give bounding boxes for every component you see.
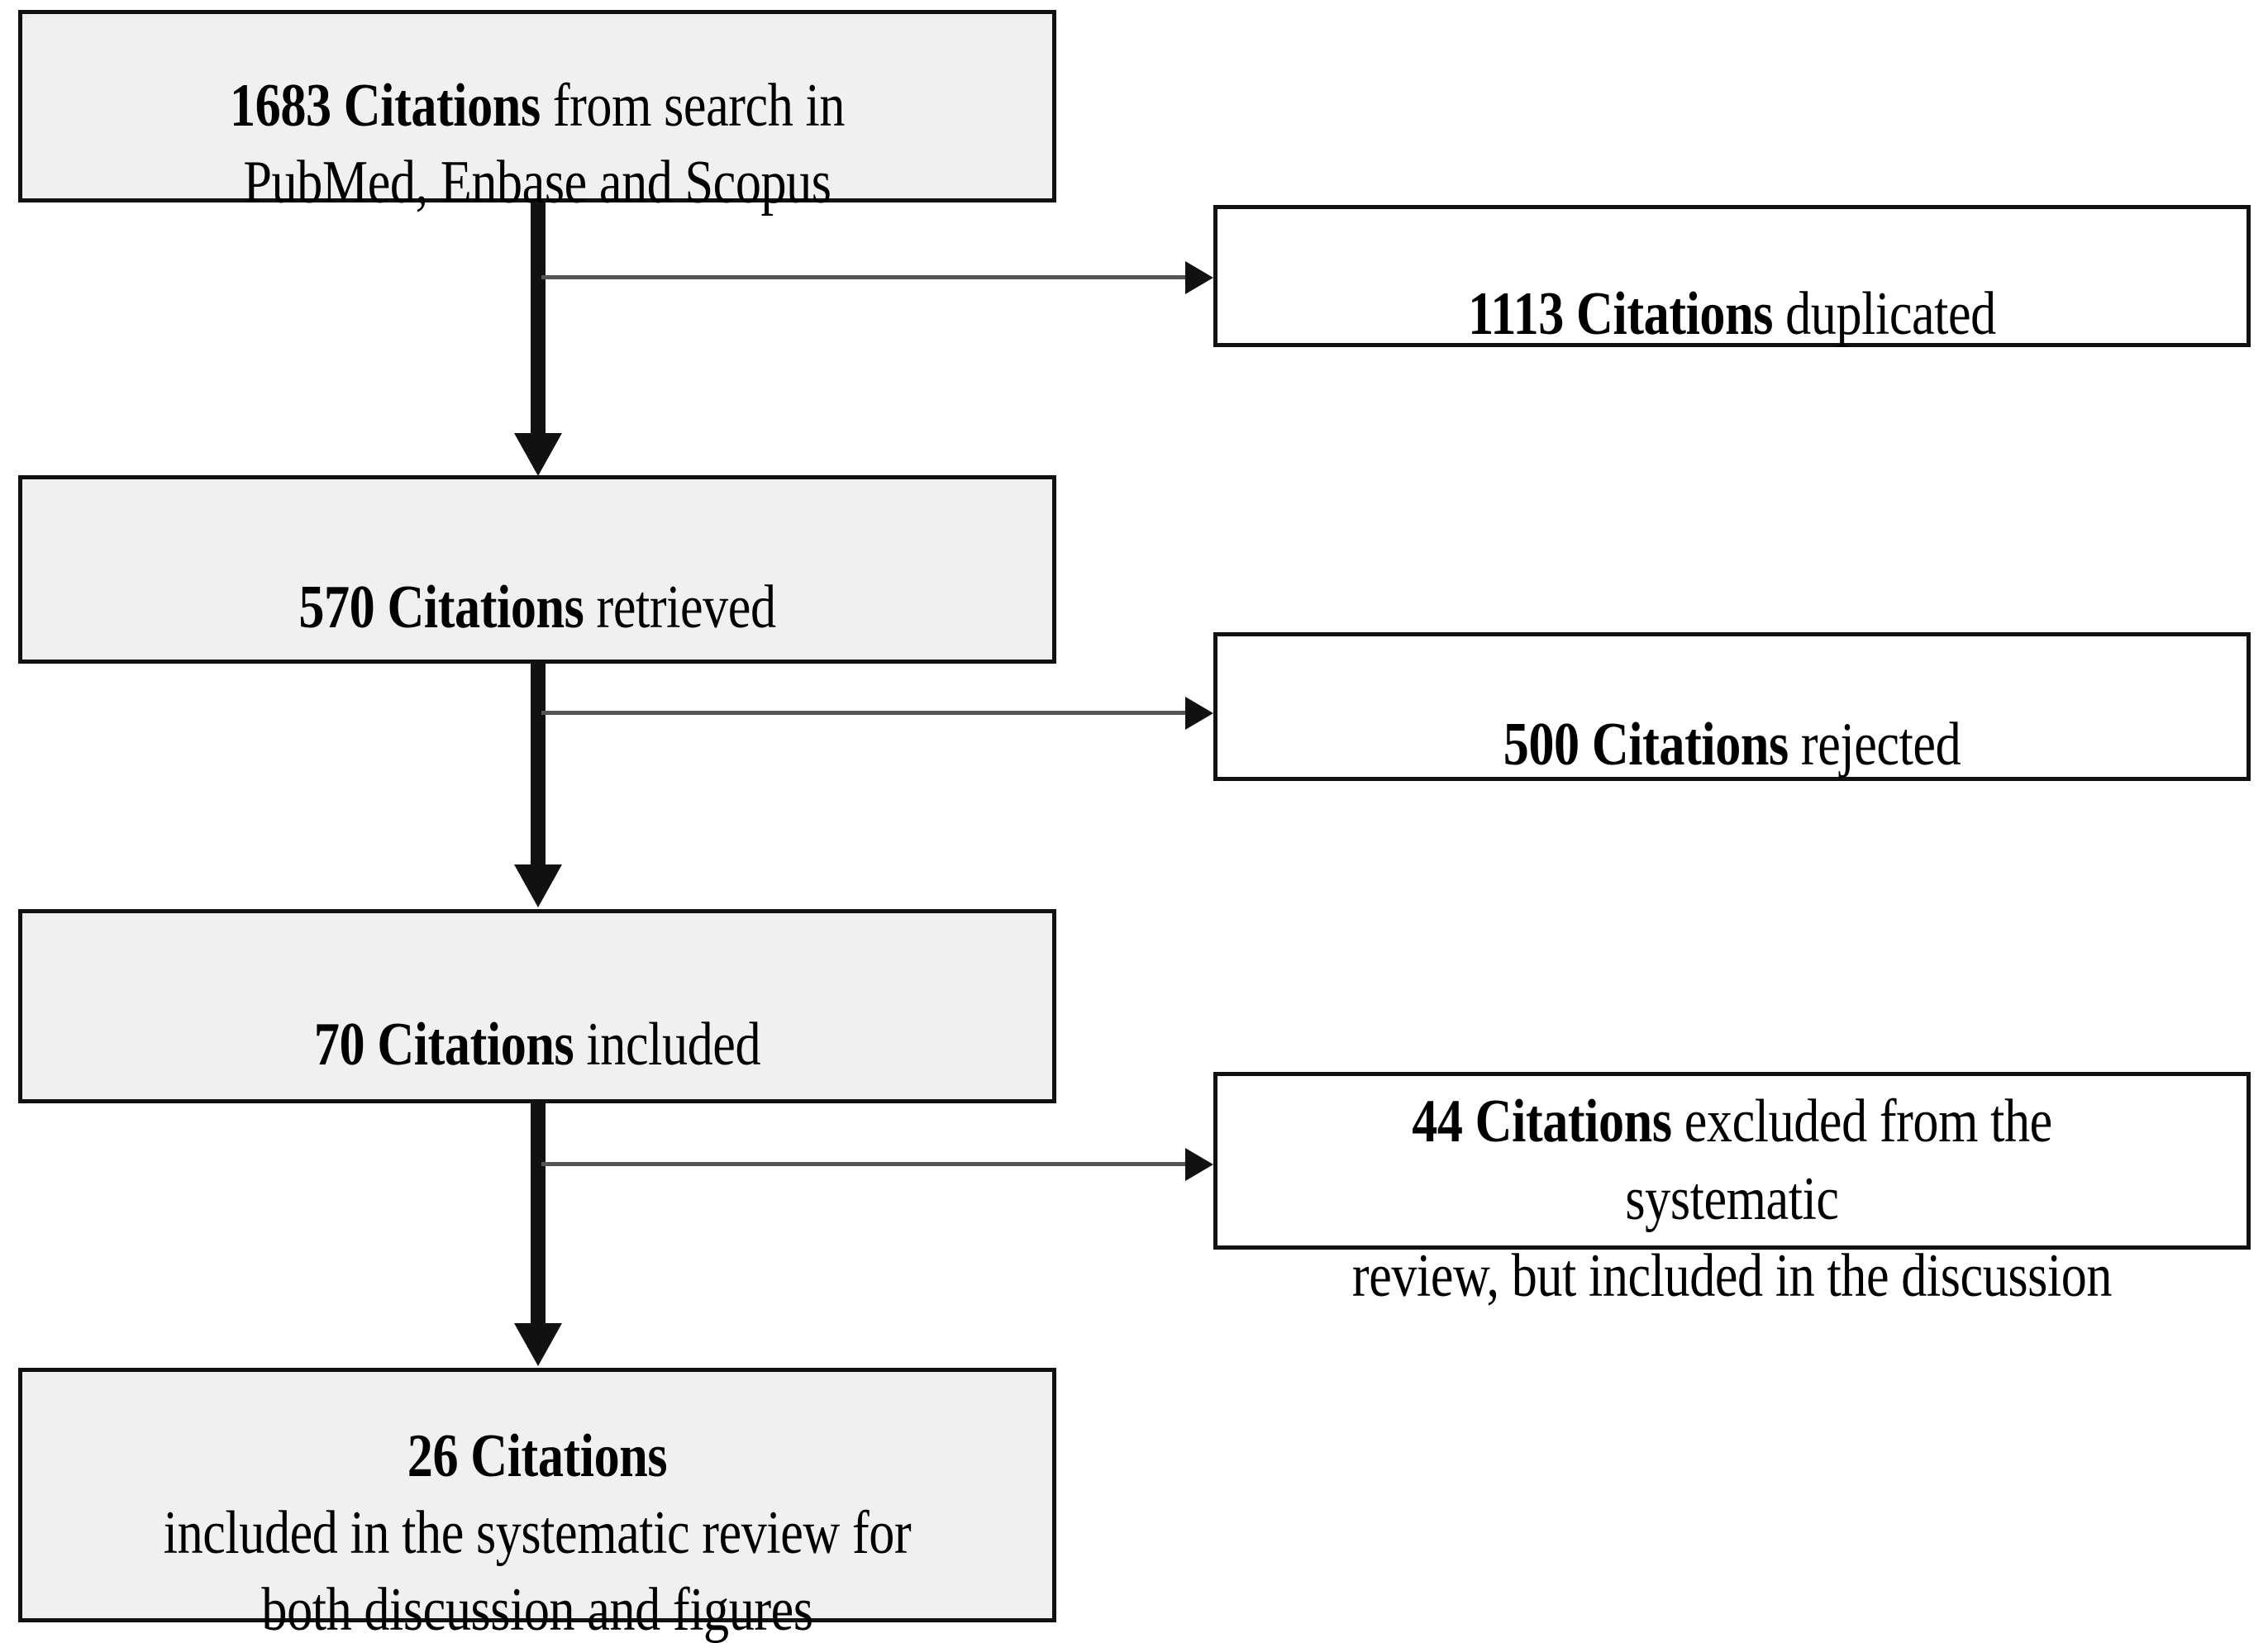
box-excluded-rest: excluded from the systematic review, but… <box>1351 1088 2113 1310</box>
arrow-included-to-final-shaft <box>531 1103 546 1325</box>
box-rejected-rest: rejected <box>1788 711 1961 779</box>
box-retrieved-bold: 570 Citations <box>298 574 584 641</box>
arrow-retrieved-to-included-head <box>514 864 562 907</box>
box-duplicated-rest: duplicated <box>1773 280 1996 348</box>
arrow-to-duplicated-head <box>1185 261 1213 294</box>
box-search-rest: from search in PubMed, Enbase and Scopus <box>243 71 845 217</box>
box-rejected-text: 500 Citations rejected <box>1313 630 2152 783</box>
box-included-bold: 70 Citations <box>313 1010 574 1079</box>
box-citations-from-search: 1683 Citations from search in PubMed, En… <box>18 10 1056 217</box>
box-final-bold: 26 Citations <box>407 1422 668 1490</box>
box-search-text: 1683 Citations from search in PubMed, En… <box>117 0 957 221</box>
box-excluded-bold: 44 Citations <box>1412 1088 1672 1156</box>
arrow-to-rejected-head <box>1185 697 1213 730</box>
arrow-search-to-retrieved-shaft <box>531 202 546 441</box>
box-citations-excluded: 44 Citations excluded from the systemati… <box>1213 1072 2251 1310</box>
arrow-to-duplicated-shaft <box>541 275 1186 279</box>
arrow-search-to-retrieved-head <box>514 433 562 476</box>
box-duplicated-text: 1113 Citations duplicated <box>1313 199 2152 353</box>
box-citations-included: 70 Citations included <box>18 909 1056 1103</box>
arrow-retrieved-to-included-shaft <box>531 664 546 867</box>
arrow-to-excluded-head <box>1185 1148 1213 1181</box>
box-search-bold: 1683 Citations <box>229 71 541 140</box>
box-duplicated-bold: 1113 Citations <box>1468 280 1774 348</box>
box-citations-retrieved: 570 Citations retrieved <box>18 475 1056 664</box>
box-included-rest: included <box>574 1010 761 1079</box>
box-retrieved-text: 570 Citations retrieved <box>117 493 957 646</box>
box-final-rest: included in the systematic review for bo… <box>163 1499 912 1643</box>
box-final-text: 26 Citations included in the systematic … <box>117 1341 957 1643</box>
arrow-to-rejected-shaft <box>541 711 1186 715</box>
box-excluded-text: 44 Citations excluded from the systemati… <box>1313 1007 2152 1315</box>
box-citations-rejected: 500 Citations rejected <box>1213 632 2251 781</box>
box-citations-duplicated: 1113 Citations duplicated <box>1213 205 2251 348</box>
box-rejected-bold: 500 Citations <box>1503 711 1789 779</box>
box-citations-final-systematic-review: 26 Citations included in the systematic … <box>18 1368 1056 1636</box>
arrow-to-excluded-shaft <box>541 1162 1186 1166</box>
arrow-included-to-final-head <box>514 1323 562 1366</box>
box-retrieved-rest: retrieved <box>584 574 777 641</box>
box-included-text: 70 Citations included <box>117 929 957 1083</box>
